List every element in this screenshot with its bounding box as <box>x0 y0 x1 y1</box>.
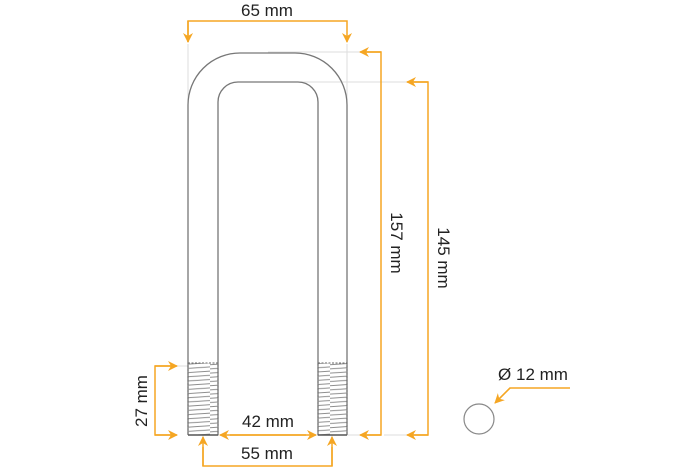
label-width-outer: 65 mm <box>241 1 293 20</box>
label-diameter: Ø 12 mm <box>498 365 568 384</box>
thread-right <box>317 362 348 436</box>
thread-left <box>187 362 219 436</box>
u-bolt-shape <box>187 52 348 435</box>
label-center-distance: 55 mm <box>241 444 293 463</box>
dim-width-outer-line <box>187 20 352 43</box>
label-height-inner: 145 mm <box>434 227 453 288</box>
label-inner-gap: 42 mm <box>242 412 294 431</box>
dim-height-outer-line <box>361 51 382 436</box>
cross-section-circle <box>463 403 495 435</box>
label-height-outer: 157 mm <box>387 212 406 273</box>
label-thread-length: 27 mm <box>132 375 151 427</box>
dim-height-inner-line <box>408 81 429 436</box>
dim-thread-length-line <box>154 365 175 436</box>
